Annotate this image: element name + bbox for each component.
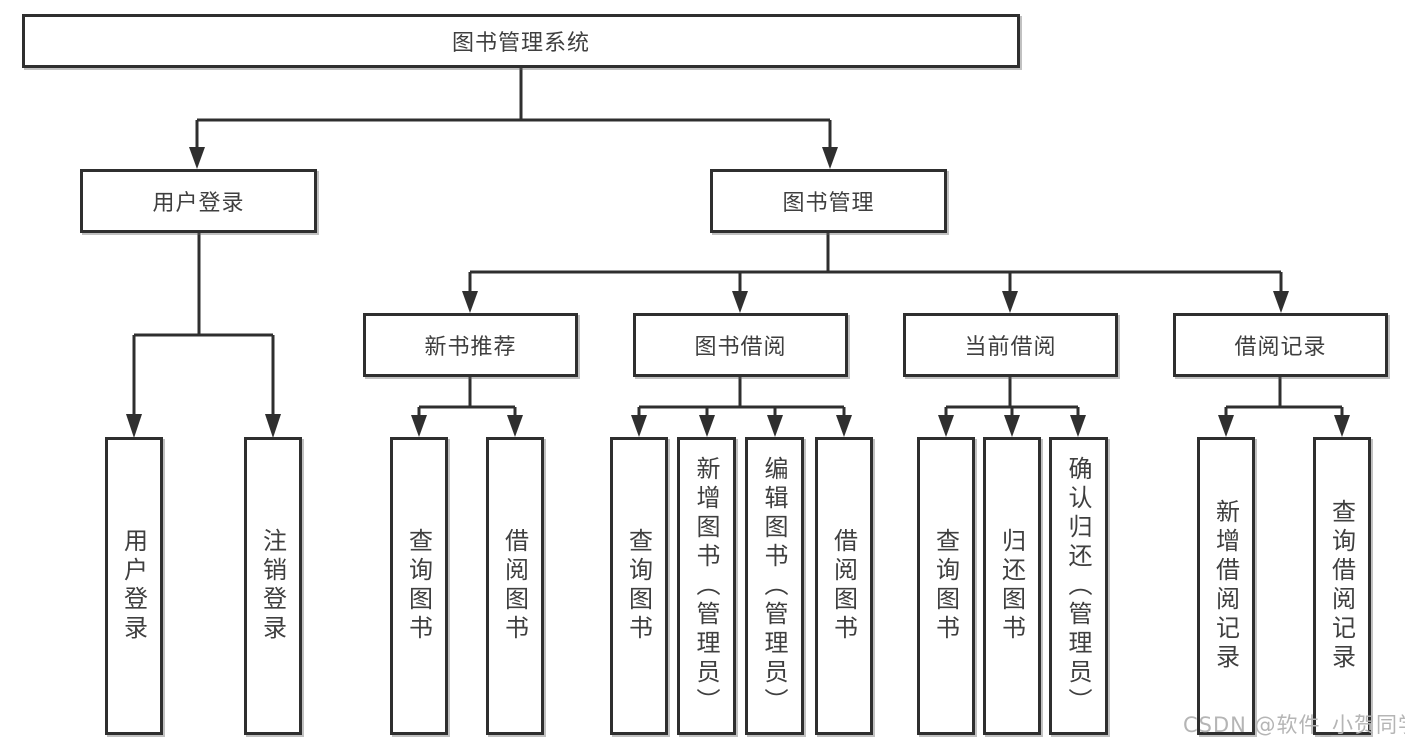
node-user-login: 用户登录 (80, 169, 317, 233)
leaf-br-add-record: 新增借阅记录 (1197, 437, 1255, 735)
leaf-logout: 注销登录 (244, 437, 302, 735)
leaf-nbr-borrow-books: 借阅图书 (486, 437, 544, 735)
leaf-bb-edit-books-admin: 编辑图书（管理员） (745, 437, 804, 735)
node-root-system: 图书管理系统 (22, 14, 1020, 68)
leaf-bb-query-books: 查询图书 (610, 437, 668, 735)
watermark: CSDN @软件_小贺同学 (1183, 713, 1405, 737)
leaf-cb-return-books: 归还图书 (983, 437, 1041, 735)
node-book-management: 图书管理 (710, 169, 947, 233)
leaf-bb-add-books-admin: 新增图书（管理员） (677, 437, 736, 735)
leaf-br-query-record: 查询借阅记录 (1313, 437, 1371, 735)
node-new-book-recommend: 新书推荐 (363, 313, 578, 377)
leaf-bb-borrow-books: 借阅图书 (815, 437, 873, 735)
leaf-nbr-query-books: 查询图书 (390, 437, 448, 735)
node-current-borrow: 当前借阅 (903, 313, 1118, 377)
leaf-user-login: 用户登录 (105, 437, 163, 735)
node-book-borrow: 图书借阅 (633, 313, 848, 377)
node-borrow-records: 借阅记录 (1173, 313, 1388, 377)
leaf-cb-confirm-return-admin: 确认归还（管理员） (1049, 437, 1108, 735)
leaf-cb-query-books: 查询图书 (917, 437, 975, 735)
